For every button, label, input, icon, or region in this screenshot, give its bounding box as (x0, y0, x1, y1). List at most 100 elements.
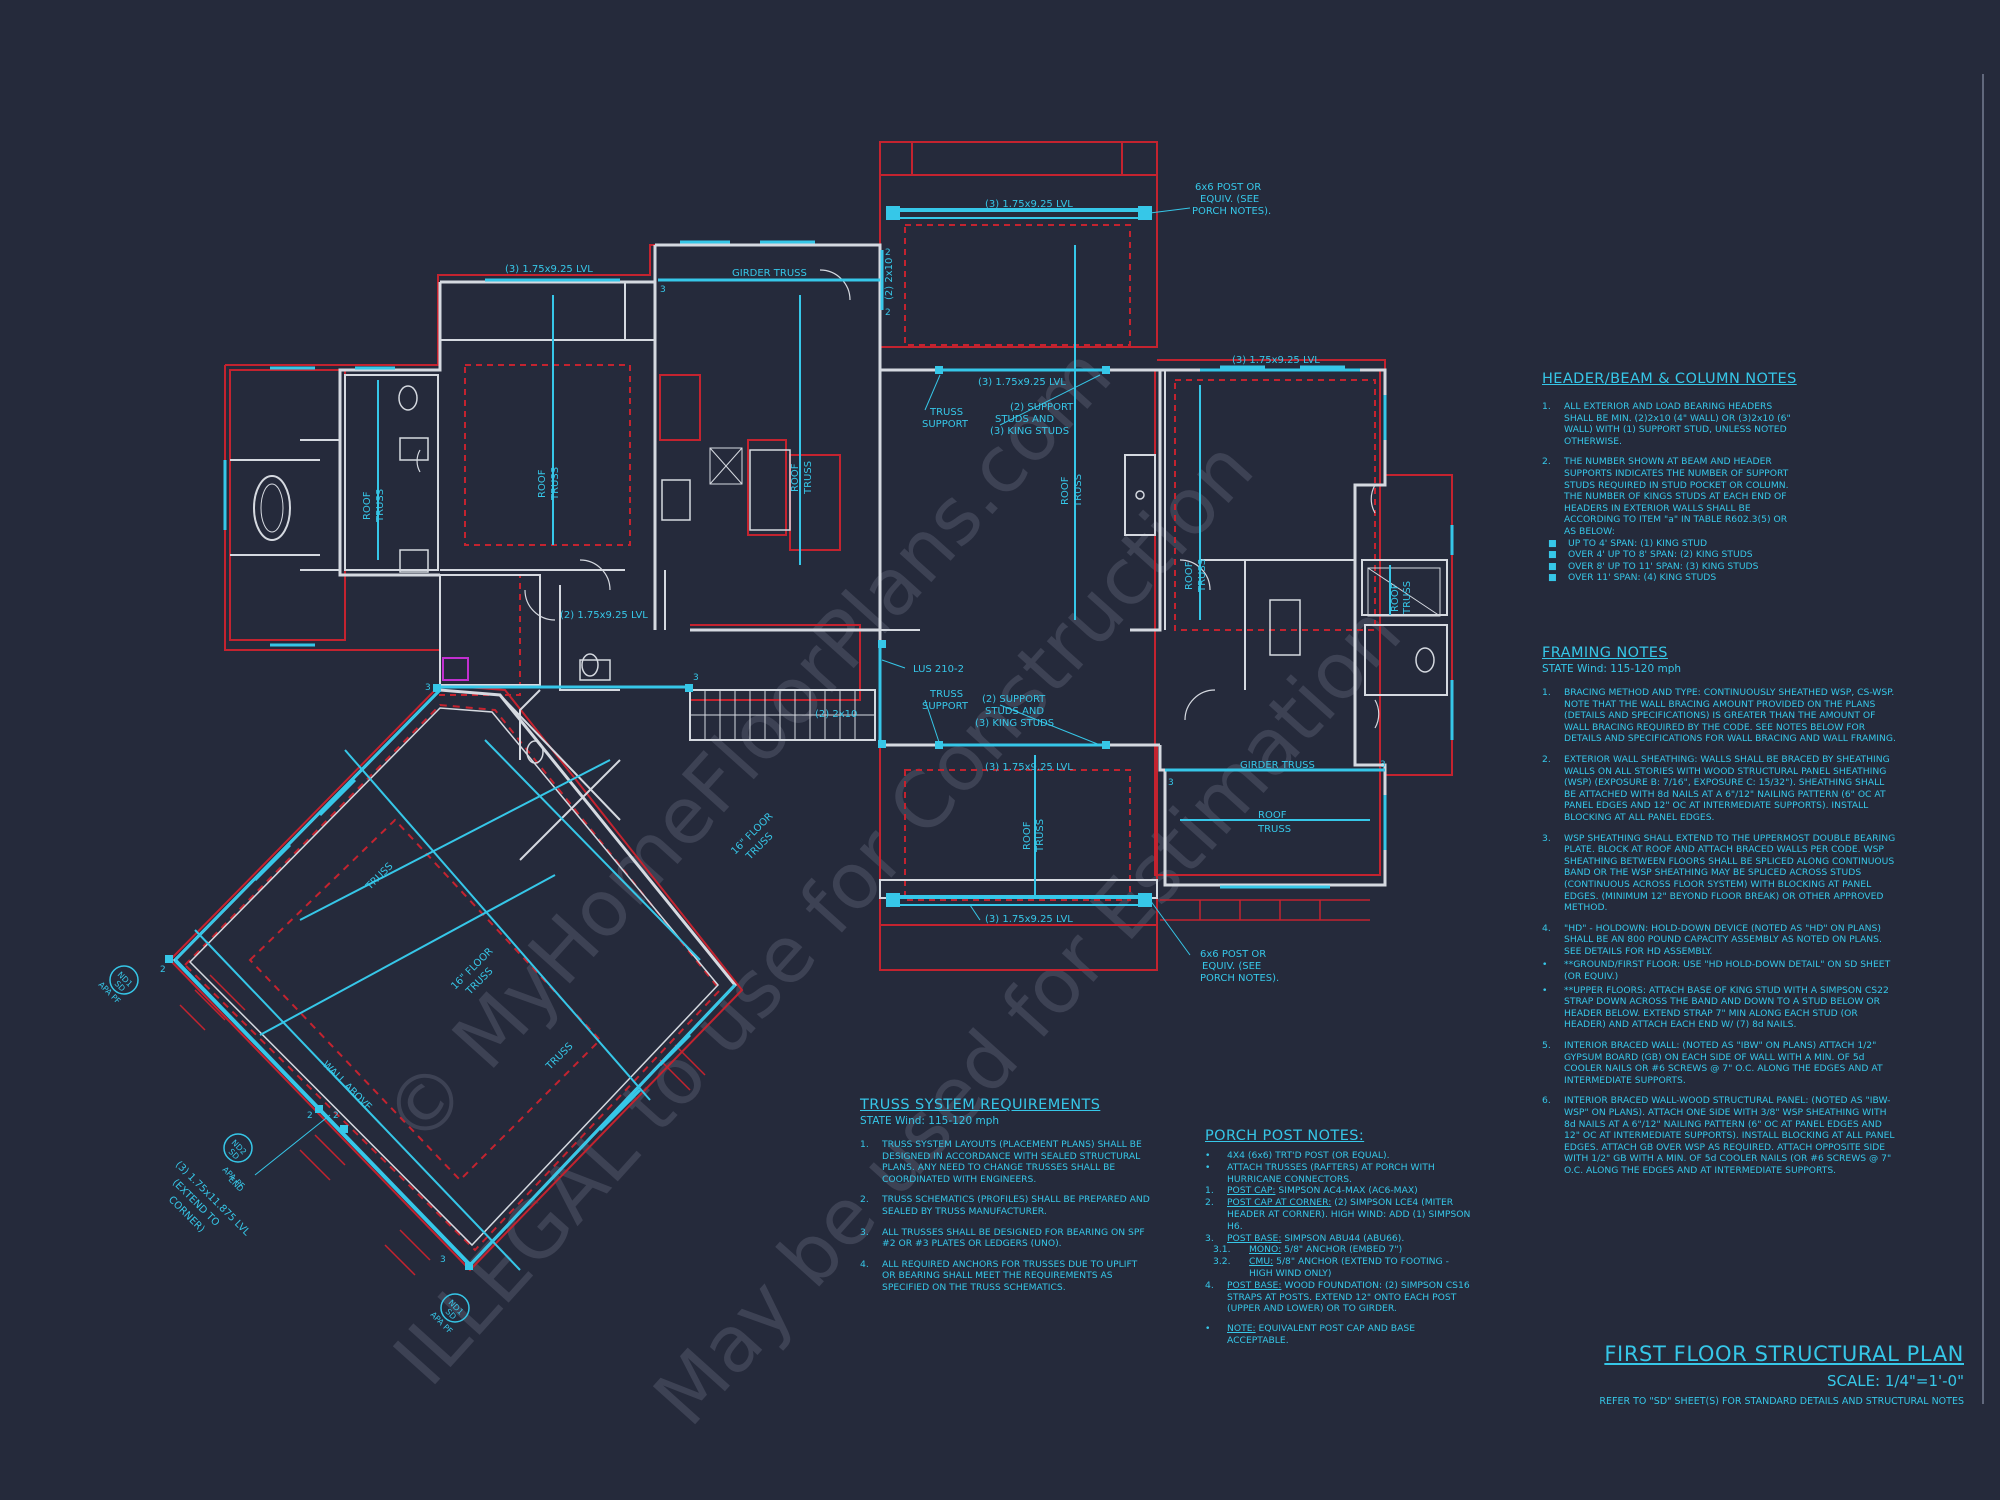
label-lvl-left-room: (3) 1.75x9.25 LVL (505, 264, 593, 275)
porch-note-line: 1. POST CAP: SIMPSON AC4-MAX (AC6-MAX) (1205, 1185, 1475, 1197)
label-post-bottom-3: PORCH NOTES). (1200, 973, 1279, 984)
stud-mark: 3 (1168, 778, 1174, 788)
note-text: SIMPSON ABU44 (ABU66). (1281, 1232, 1405, 1244)
label-girder-truss-kitchen: GIRDER TRUSS (732, 268, 807, 279)
note-label: POST BASE: (1227, 1232, 1282, 1244)
stud-mark: 2 (307, 1111, 313, 1121)
label-2x10-vertical: (2) 2x10 (884, 258, 895, 300)
label-roof-truss-master-a: ROOF (537, 469, 548, 498)
label-roof-truss-right-b: TRUSS (1197, 559, 1208, 593)
note-text: TRUSS SYSTEM LAYOUTS (PLACEMENT PLANS) S… (882, 1139, 1142, 1185)
framing-note-item: 6. INTERIOR BRACED WALL-WOOD STRUCTURAL P… (1542, 1095, 1898, 1176)
apa-marks (109, 965, 470, 1323)
note-text: ATTACH TRUSSES (RAFTERS) AT PORCH WITH H… (1227, 1161, 1435, 1185)
apa-mark-2 (223, 1133, 253, 1163)
note-text: SIMPSON AC4-MAX (AC6-MAX) (1275, 1185, 1418, 1197)
porch-note-line: 3.POST BASE: SIMPSON ABU44 (ABU66). (1205, 1233, 1475, 1245)
porch-notes-title: PORCH POST NOTES: (1205, 1128, 1365, 1144)
note-label: POST CAP AT CORNER: (1227, 1197, 1332, 1209)
label-truss-support-2b: SUPPORT (922, 701, 969, 712)
label-lvl-bottom-porch: (3) 1.75x9.25 LVL (985, 914, 1073, 925)
framing-note-item: 4. "HD" - HOLDOWN: HOLD-DOWN DEVICE (NOTE… (1542, 923, 1898, 958)
stud-mark: 3 (1380, 760, 1386, 770)
label-roof-truss-great-a: ROOF (1060, 476, 1071, 505)
note-text: INTERIOR BRACED WALL: (NOTED AS "IBW" ON… (1564, 1040, 1883, 1086)
label-support-studs-1c: (3) KING STUDS (990, 426, 1069, 437)
header-note-item: 1.ALL EXTERIOR AND LOAD BEARING HEADERS … (1542, 401, 1797, 447)
apa-mark-text: ND1 SD APA PF ND2 SD APA PF END ND1 SD A… (97, 970, 466, 1336)
drawing-scale: SCALE: 1/4"=1'-0" (1826, 1372, 1964, 1390)
note-text: 5/8" ANCHOR (EXTEND TO FOOTING - HIGH WI… (1249, 1256, 1449, 1279)
label-support-studs-2c: (3) KING STUDS (975, 718, 1054, 729)
note-num: 3. (1542, 832, 1551, 844)
bullet-text: UP TO 4' SPAN: (1) KING STUD (1568, 537, 1708, 549)
note-num: • (1542, 959, 1548, 971)
label-lvl-bottom-great: (3) 1.75x9.25 LVL (985, 762, 1073, 773)
header-notes-title: HEADER/BEAM & COLUMN NOTES (1542, 371, 1797, 387)
label-post-top-2: EQUIV. (SEE (1200, 194, 1259, 205)
note-text: 4X4 (6x6) TRT'D POST (OR EQUAL). (1227, 1150, 1390, 1161)
label-lvl-right-room: (3) 1.75x9.25 LVL (1232, 355, 1320, 366)
truss-notes: TRUSS SYSTEM REQUIREMENTS STATE Wind: 11… (860, 1097, 1150, 1303)
note-text: WOOD FOUNDATION: (2) SIMPSON CS16 STRAPS… (1227, 1279, 1470, 1315)
bullet-text: OVER 11' SPAN: (4) KING STUDS (1568, 572, 1717, 584)
structural-layer (165, 206, 1454, 1271)
framing-notes: FRAMING NOTES STATE Wind: 115-120 mph 1.… (1542, 645, 1898, 1186)
label-roof-truss-kitchen-a: ROOF (790, 463, 801, 492)
note-text: "HD" - HOLDOWN: HOLD-DOWN DEVICE (NOTED … (1564, 922, 1882, 957)
note-num: 1. (1205, 1185, 1214, 1197)
king-stud-bullet: ■OVER 8' UP TO 11' SPAN: (3) KING STUDS (1548, 560, 1759, 572)
framing-notes-title: FRAMING NOTES (1542, 645, 1668, 661)
label-roof-truss-lower-right-a: ROOF (1258, 810, 1287, 821)
label-roof-truss-master-b: TRUSS (550, 467, 561, 501)
note-num: 1. (1542, 401, 1551, 412)
label-lvl-top-porch: (3) 1.75x9.25 LVL (985, 199, 1073, 210)
label-post-top-1: 6x6 POST OR (1195, 182, 1261, 193)
label-post-top-3: PORCH NOTES). (1192, 206, 1271, 217)
framing-note-item: 2.EXTERIOR WALL SHEATHING: WALLS SHALL B… (1542, 754, 1898, 824)
label-garage-truss-1: TRUSS (364, 861, 396, 893)
stud-mark: 2 (160, 965, 166, 975)
note-num: 4. (1542, 922, 1551, 934)
note-num: • (1205, 1323, 1211, 1335)
stud-mark: 2 (333, 1111, 339, 1121)
label-roof-truss-great-b: TRUSS (1073, 474, 1084, 508)
bullet-text: OVER 4' UP TO 8' SPAN: (2) KING STUDS (1568, 549, 1753, 561)
note-num: 5. (1542, 1040, 1551, 1052)
note-label: NOTE: (1227, 1323, 1256, 1335)
label-lvl-great-room: (3) 1.75x9.25 LVL (978, 377, 1066, 388)
truss-note-item: 3.ALL TRUSSES SHALL BE DESIGNED FOR BEAR… (860, 1227, 1150, 1250)
label-roof-truss-left-b: TRUSS (375, 489, 386, 523)
note-num: 1. (1542, 687, 1551, 698)
note-label: POST CAP: (1227, 1185, 1276, 1197)
drawing-reference: REFER TO "SD" SHEET(S) FOR STANDARD DETA… (1599, 1396, 1964, 1407)
label-roof-truss-left-a: ROOF (362, 491, 373, 520)
porch-note-line: 4.POST BASE: WOOD FOUNDATION: (2) SIMPSO… (1205, 1280, 1475, 1315)
note-num: • (1205, 1161, 1211, 1173)
apa-mark-1 (109, 965, 139, 995)
stud-mark: 3 (660, 285, 666, 295)
porch-note-line: 3.1.MONO: 5/8" ANCHOR (EMBED 7") (1205, 1244, 1475, 1256)
label-support-studs-1a: (2) SUPPORT (1010, 402, 1074, 413)
note-text: ALL REQUIRED ANCHORS FOR TRUSSES DUE TO … (882, 1258, 1138, 1293)
note-text: INTERIOR BRACED WALL-WOOD STRUCTURAL PAN… (1564, 1095, 1895, 1176)
porch-notes: PORCH POST NOTES: • 4X4 (6x6) TRT'D POST … (1205, 1128, 1475, 1347)
label-roof-truss-porch-bottom-b: TRUSS (1035, 819, 1046, 853)
note-text: EQUIVALENT POST CAP AND BASE ACCEPTABLE. (1227, 1323, 1416, 1346)
note-num: 4. (1205, 1279, 1214, 1291)
framing-note-item: 5. INTERIOR BRACED WALL: (NOTED AS "IBW" … (1542, 1040, 1898, 1086)
label-support-studs-2b: STUDS AND (985, 706, 1044, 717)
label-support-studs-1b: STUDS AND (995, 414, 1054, 425)
label-roof-truss-porch-bottom-a: ROOF (1022, 821, 1033, 850)
framing-note-item: 1.BRACING METHOD AND TYPE: CONTINUOUSLY … (1542, 687, 1898, 745)
note-text: 5/8" ANCHOR (EMBED 7") (1281, 1244, 1403, 1256)
label-lus: LUS 210-2 (913, 664, 964, 675)
note-num: 3.2. (1213, 1256, 1231, 1268)
note-text: TRUSS SCHEMATICS (PROFILES) SHALL BE PRE… (882, 1194, 1150, 1217)
framing-note-item: 3.WSP SHEATHING SHALL EXTEND TO THE UPPE… (1542, 833, 1898, 914)
stud-mark: 2 (885, 248, 891, 258)
header-beam-notes: HEADER/BEAM & COLUMN NOTES 1.ALL EXTERIO… (1542, 371, 1797, 584)
note-num: 6. (1542, 1095, 1551, 1107)
truss-note-item: 4.ALL REQUIRED ANCHORS FOR TRUSSES DUE T… (860, 1259, 1150, 1294)
label-2x10-stair: (2) 2x10 (815, 709, 857, 720)
